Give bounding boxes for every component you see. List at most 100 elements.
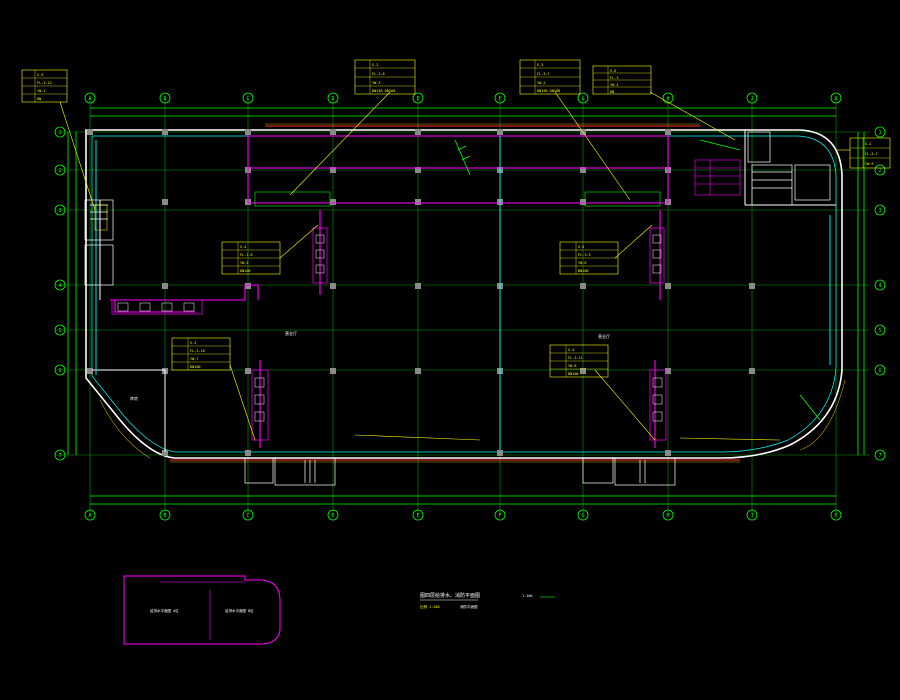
callout-cell: S-3 <box>190 341 196 345</box>
axis-label: 1 <box>58 130 61 136</box>
axis-label: 6 <box>58 368 61 374</box>
axis-labels-top: A B C D E F G H J K <box>88 96 837 102</box>
callout-cell: YW-6 <box>578 261 586 265</box>
callout-leaders <box>59 91 850 441</box>
callout-cell: FL-3-10 <box>190 349 205 353</box>
callout-cell: DN100 <box>190 365 201 369</box>
building-inner-line <box>91 135 837 453</box>
callout-cell: S-6 <box>610 69 616 73</box>
axis-label: F <box>498 513 501 519</box>
hydrant-boxes <box>111 227 667 441</box>
axis-label: K <box>834 96 837 102</box>
callout-table: S-4 FL-3-8 YW-5 DN100 <box>221 241 281 275</box>
callout-cell: S-2 <box>372 63 378 67</box>
axis-label: 5 <box>878 328 881 334</box>
legend-block <box>694 159 741 196</box>
axis-label: B <box>163 96 166 102</box>
axis-label: D <box>331 513 334 519</box>
water-pipes <box>95 136 831 450</box>
axis-label: 3 <box>58 208 61 214</box>
axis-label: 5 <box>58 328 61 334</box>
callout-cell: DN100 <box>578 269 589 273</box>
callout-cell: DN150 DN100 <box>537 89 560 93</box>
building-outline <box>85 129 843 459</box>
axis-label: H <box>666 96 669 102</box>
room-label: 营业厅 <box>285 330 297 336</box>
axis-label: G <box>581 96 584 102</box>
hydrant-box-inner <box>117 234 663 422</box>
axis-label: 2 <box>878 168 881 174</box>
axis-label: A <box>88 96 91 102</box>
callout-cell: FL-3-7 <box>537 72 550 76</box>
callout-cell: S-2 <box>865 142 871 146</box>
axis-label: C <box>246 513 249 519</box>
axis-label: 4 <box>58 283 61 289</box>
axis-labels-bottom: A B C D E F G H J K <box>88 513 837 519</box>
callout-cell: FL-2-6 <box>372 72 385 76</box>
key-plan-label: 给排水平面图 B区 <box>225 608 254 613</box>
callout-cell: YW-7 <box>190 357 198 361</box>
axis-label: 2 <box>58 168 61 174</box>
axis-label: H <box>666 513 669 519</box>
callout-cell: DN100 <box>568 372 579 376</box>
stair-core-bottom-right <box>582 457 676 486</box>
key-plan-label: 给排水平面图 A区 <box>150 608 179 613</box>
drawing-title: 图四层给排水、消防平面图 <box>420 592 480 599</box>
callout-cell: S-3 <box>537 63 543 67</box>
callout-table: S-5 FL-3-9 YW-6 DN100 <box>559 241 619 275</box>
stair-core-top-right <box>747 131 831 206</box>
callout-cell: DN <box>610 90 614 94</box>
drawing-scale: 1:100 <box>522 594 533 598</box>
axis-bubbles-top <box>84 92 842 104</box>
callout-cell: FL-3-8 <box>240 253 253 257</box>
callout-table: S-3 FL-3-7 YW-2 DN150 DN100 <box>519 59 581 95</box>
sheet-note: 消防平面图 <box>460 604 478 609</box>
sprinkler-marks <box>454 139 821 421</box>
axis-label: 3 <box>878 208 881 214</box>
callout-cell: FL-3 <box>610 76 618 80</box>
scale-note: 比例 1:100 <box>420 604 440 609</box>
facade-yellow <box>99 123 846 463</box>
axis-label: B <box>163 513 166 519</box>
axis-label: 1 <box>878 130 881 136</box>
axis-label: E <box>416 513 419 519</box>
axis-label: D <box>331 96 334 102</box>
callout-cell: YW-3 <box>372 81 380 85</box>
callout-cell: FL-3-11 <box>568 356 583 360</box>
axis-label: 4 <box>878 283 881 289</box>
axis-bubbles-bottom <box>84 509 842 521</box>
axis-labels-left: 1 2 3 4 5 6 7 <box>58 130 61 459</box>
callout-cell: FL-2-7 <box>865 152 878 156</box>
callout-cell: DN150 DN100 <box>372 89 395 93</box>
axis-label: G <box>581 513 584 519</box>
axis-label: 6 <box>878 368 881 374</box>
axis-bubbles-left <box>54 126 66 461</box>
axis-label: A <box>88 513 91 519</box>
callout-cell: YW-2 <box>537 81 545 85</box>
callout-cell: YW-1 <box>37 89 45 93</box>
callout-cell: S-5 <box>37 73 43 77</box>
callout-table: S-3 FL-3-10 YW-7 DN100 <box>171 337 231 371</box>
callout-cell: S-5 <box>578 245 584 249</box>
callout-table: S-6 FL-3 YW-4 DN <box>592 65 652 95</box>
callout-cell: YW-4 <box>610 83 618 87</box>
axis-bubbles-right <box>874 126 886 461</box>
callout-cell: YW-8 <box>568 364 576 368</box>
callout-cell: YW-5 <box>240 261 248 265</box>
dimension-lines <box>67 107 865 505</box>
callout-table: S-2 FL-2-6 YW-3 DN150 DN100 <box>354 59 416 95</box>
corridor-band <box>254 191 661 207</box>
axis-label: 7 <box>878 453 881 459</box>
callout-table: S-4 FL-3-11 YW-8 DN100 <box>549 344 609 378</box>
axis-label: 7 <box>58 453 61 459</box>
fire-pipes <box>110 135 669 448</box>
callout-table: S-2 FL-2-7 YW-9 <box>849 137 891 169</box>
room-label: 营业厅 <box>598 333 610 339</box>
stair-core-left <box>84 199 114 286</box>
callout-cell: FL-3-9 <box>578 253 591 257</box>
key-plan-inner <box>160 581 245 640</box>
axis-label: J <box>750 513 753 519</box>
axis-labels-right: 1 2 3 4 5 6 7 <box>878 130 881 459</box>
key-plan-outline <box>123 575 281 645</box>
